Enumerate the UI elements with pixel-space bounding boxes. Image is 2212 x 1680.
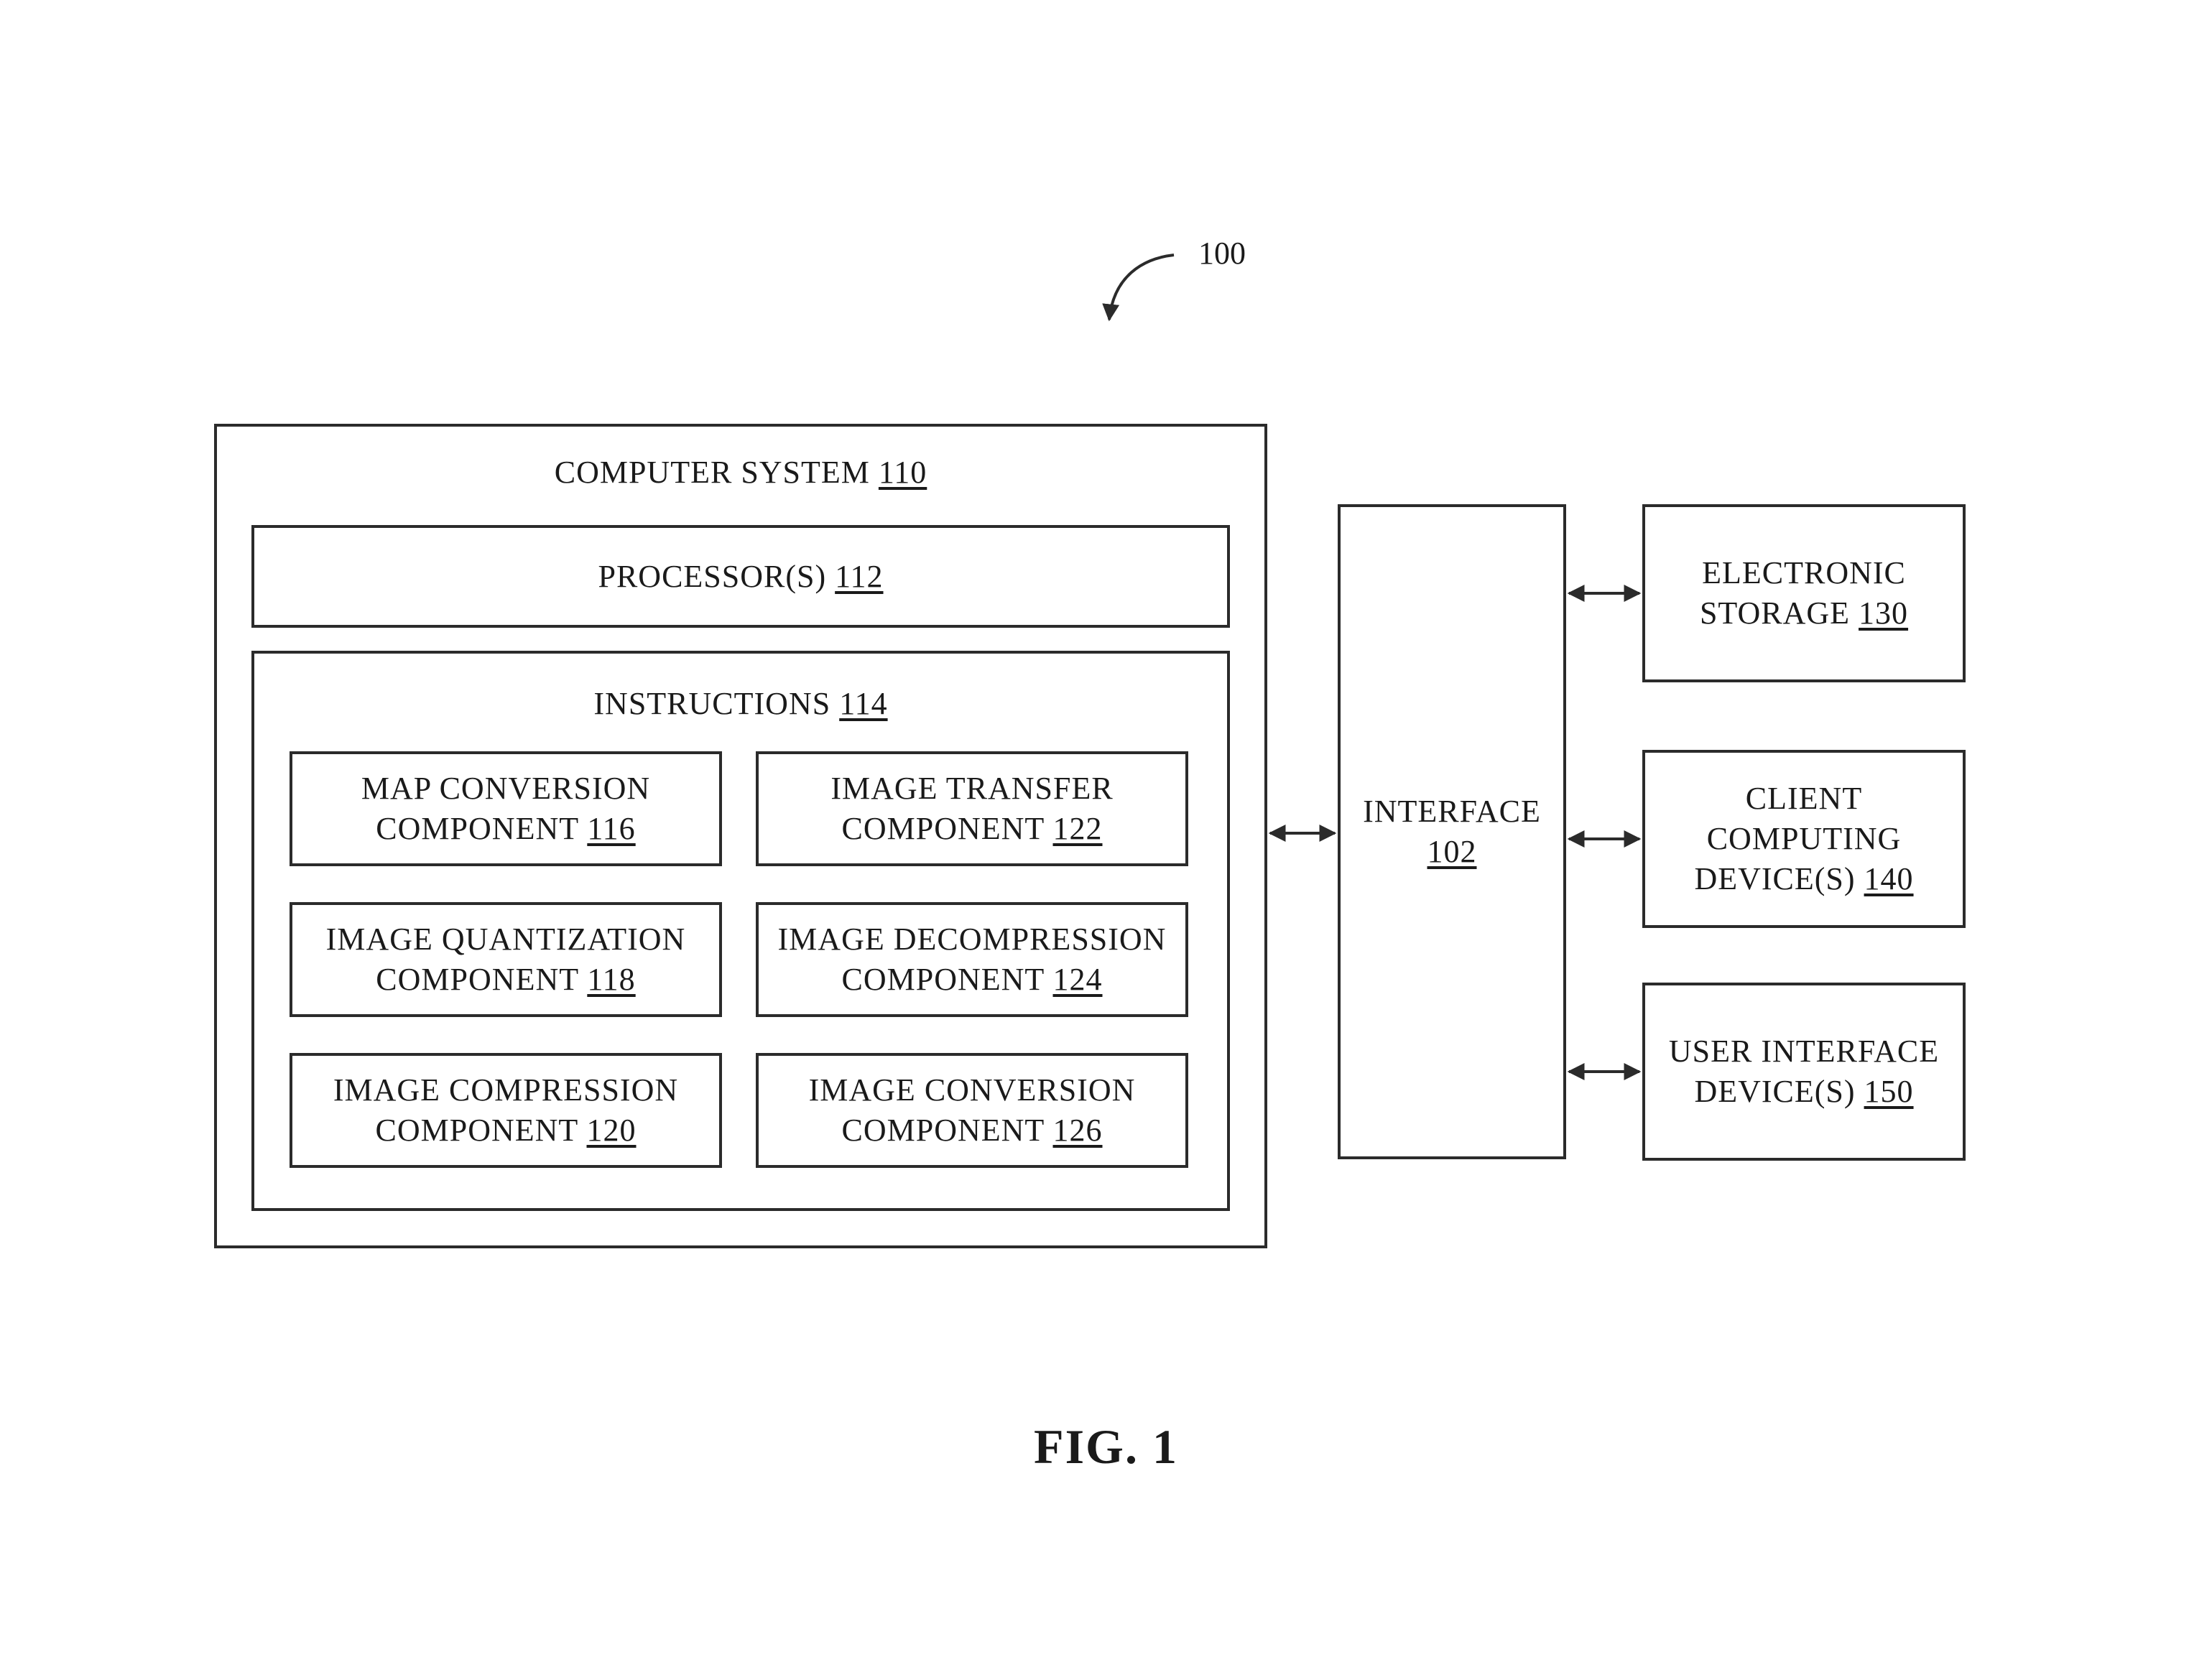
component-line2: COMPONENT [841,962,1045,997]
client-line1: CLIENT [1745,781,1863,816]
storage-line1: ELECTRONIC [1702,555,1906,590]
image-compression-component-box: IMAGE COMPRESSION COMPONENT 120 [290,1053,722,1168]
interface-title: INTERFACE [1363,794,1541,829]
component-line2: COMPONENT [841,1113,1045,1148]
computer-system-title: COMPUTER SYSTEM [554,455,870,490]
component-line1: IMAGE TRANSFER [830,771,1114,806]
component-line2: COMPONENT [376,811,579,846]
client-line2: COMPUTING [1706,821,1902,856]
component-ref: 124 [1052,962,1103,997]
component-ref: 116 [587,811,636,846]
image-decompression-component-box: IMAGE DECOMPRESSION COMPONENT 124 [756,902,1188,1017]
computer-system-label: COMPUTER SYSTEM 110 [217,453,1264,493]
instructions-label: INSTRUCTIONS 114 [254,684,1227,724]
component-ref: 120 [586,1113,637,1148]
processors-label: PROCESSOR(S) 112 [254,528,1227,625]
ui-device-line1: USER INTERFACE [1668,1034,1940,1069]
client-ref: 140 [1864,861,1914,896]
component-line1: MAP CONVERSION [361,771,651,806]
interface-box: INTERFACE 102 [1338,504,1566,1159]
component-line2: COMPONENT [375,1113,578,1148]
processors-box: PROCESSOR(S) 112 [251,525,1230,628]
component-line2: COMPONENT [841,811,1045,846]
storage-ref: 130 [1859,595,1909,631]
component-ref: 118 [587,962,636,997]
image-transfer-component-box: IMAGE TRANSFER COMPONENT 122 [756,751,1188,866]
processors-title: PROCESSOR(S) [598,558,827,594]
image-quantization-component-box: IMAGE QUANTIZATION COMPONENT 118 [290,902,722,1017]
client-line3: DEVICE(S) [1694,861,1856,896]
figure-caption: FIG. 1 [1034,1419,1178,1474]
component-line1: IMAGE CONVERSION [808,1072,1136,1108]
storage-line2: STORAGE [1699,595,1851,631]
ui-device-ref: 150 [1864,1074,1914,1109]
image-conversion-component-box: IMAGE CONVERSION COMPONENT 126 [756,1053,1188,1168]
component-ref: 126 [1052,1113,1103,1148]
component-ref: 122 [1052,811,1103,846]
map-conversion-component-box: MAP CONVERSION COMPONENT 116 [290,751,722,866]
computer-system-ref: 110 [878,455,927,490]
figure-reference-numeral: 100 [1198,236,1246,271]
user-interface-devices-box: USER INTERFACE DEVICE(S) 150 [1642,983,1966,1161]
component-line2: COMPONENT [376,962,579,997]
component-line1: IMAGE COMPRESSION [333,1072,679,1108]
figure-ref-curved-arrow [1102,254,1175,322]
instructions-title: INSTRUCTIONS [593,686,831,721]
component-line1: IMAGE QUANTIZATION [325,922,686,957]
interface-label: INTERFACE 102 [1341,507,1563,1156]
component-line1: IMAGE DECOMPRESSION [777,922,1167,957]
electronic-storage-box: ELECTRONIC STORAGE 130 [1642,504,1966,682]
client-computing-devices-box: CLIENT COMPUTING DEVICE(S) 140 [1642,750,1966,928]
ui-device-line2: DEVICE(S) [1694,1074,1856,1109]
instructions-ref: 114 [839,686,888,721]
processors-ref: 112 [835,558,884,594]
interface-ref: 102 [1427,834,1477,869]
